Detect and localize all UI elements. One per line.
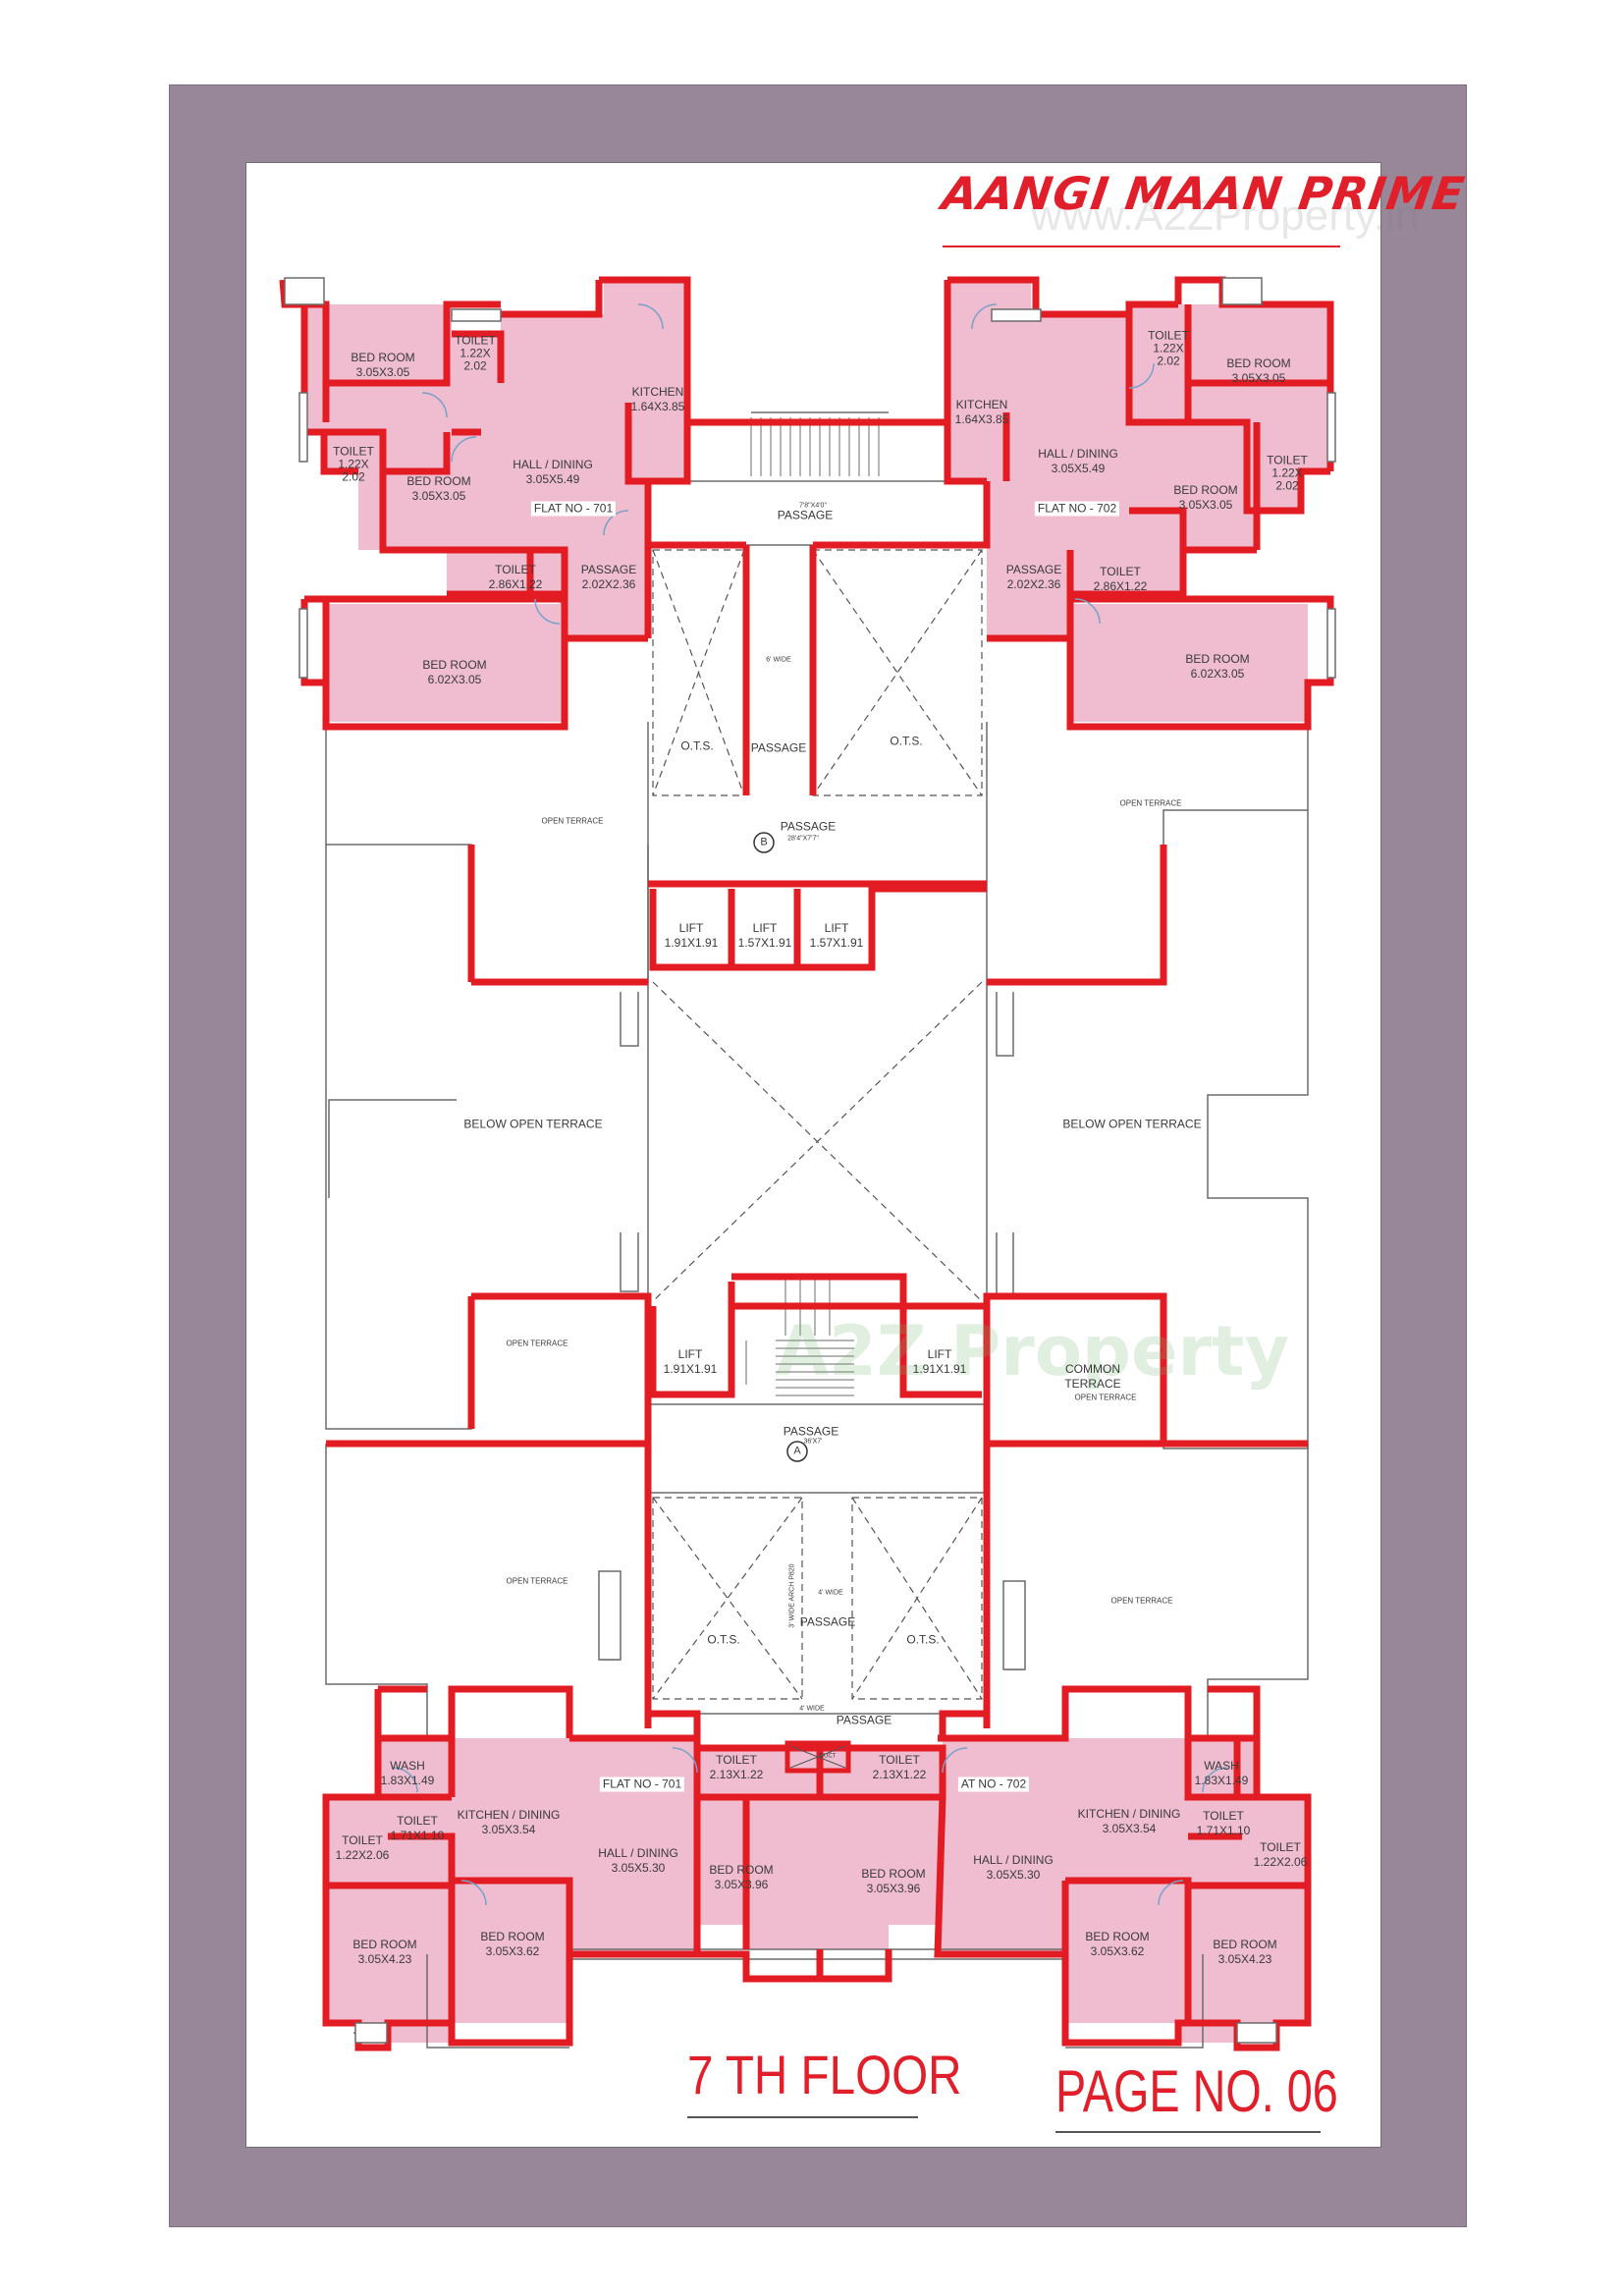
terrace-label: OPEN TERRACE xyxy=(506,1576,568,1586)
room-label: BED ROOM 3.05X3.62 xyxy=(1085,1930,1150,1958)
lift-label: LIFT 1.91X1.91 xyxy=(912,1347,967,1376)
flat-label: AT NO - 702 xyxy=(957,1777,1030,1792)
terrace-label: OPEN TERRACE xyxy=(1074,1393,1137,1402)
room-label: TOILET 1.22X 2.02 xyxy=(1148,328,1189,368)
stairs-top xyxy=(750,417,880,476)
terrace-label: OPEN TERRACE xyxy=(1119,798,1182,808)
room-label: KITCHEN 1.64X3.85 xyxy=(954,398,1009,426)
core-label: PASSAGE xyxy=(780,819,837,834)
lift-label: LIFT 1.91X1.91 xyxy=(663,1347,718,1376)
room-label: TOILET 2.86X1.22 xyxy=(1093,565,1148,593)
room-label: BED ROOM 3.05X3.62 xyxy=(480,1930,545,1958)
room-label: TOILET 1.22X2.06 xyxy=(1253,1840,1308,1869)
core-label: PASSAGE xyxy=(836,1713,892,1727)
marker-b-circle xyxy=(753,832,775,853)
core-dim: 7'8"X4'0" xyxy=(799,502,827,510)
door-swings xyxy=(392,303,1228,1906)
bed-room-tl-fill xyxy=(326,604,564,722)
core-note: 3' WIDE ARCH P820 xyxy=(788,1563,796,1628)
core-label: PASSAGE xyxy=(799,1614,856,1629)
ots-label: O.T.S. xyxy=(707,1632,740,1647)
void-crosses xyxy=(652,549,983,1700)
watermark-text: www.A2ZProperty.in xyxy=(1031,191,1420,240)
room-label: WASH 1.83X1.49 xyxy=(1194,1759,1249,1787)
lift-label: LIFT 1.91X1.91 xyxy=(664,921,719,950)
windows xyxy=(284,277,1336,2044)
duct-cross xyxy=(789,1745,846,1769)
room-label: BED ROOM 6.02X3.05 xyxy=(1185,652,1250,681)
page-number-underline xyxy=(1055,2131,1321,2133)
duct-label: DUCT xyxy=(819,1753,837,1760)
room-label: TOILET 1.71X1.10 xyxy=(1196,1809,1251,1837)
core-dim: 28'4"X7'7" xyxy=(787,835,819,843)
terrace-label: BELOW OPEN TERRACE xyxy=(1062,1117,1202,1131)
marker-a-circle xyxy=(786,1441,808,1462)
room-label: BED ROOM 3.05X3.96 xyxy=(709,1863,774,1891)
room-label: WASH 1.83X1.49 xyxy=(380,1759,435,1787)
lift-label: LIFT 1.57X1.91 xyxy=(809,921,864,950)
markers xyxy=(753,832,808,1462)
room-label: HALL / DINING 3.05X5.49 xyxy=(1038,447,1118,475)
room-label: BED ROOM 3.05X4.23 xyxy=(1213,1938,1277,1966)
flat-label: FLAT NO - 701 xyxy=(530,501,617,517)
terrace-label: BELOW OPEN TERRACE xyxy=(463,1117,603,1131)
core-label: PASSAGE xyxy=(783,1424,839,1439)
room-label: TOILET 1.22X 2.02 xyxy=(1267,453,1308,493)
core-label: PASSAGE xyxy=(777,508,834,522)
room-label: TOILET 1.22X2.06 xyxy=(335,1833,390,1862)
room-label: BED ROOM 3.05X4.23 xyxy=(352,1938,417,1966)
room-label: KITCHEN / DINING 3.05X3.54 xyxy=(457,1808,561,1836)
core-dim: 36'X7' xyxy=(803,1438,823,1446)
title-underline xyxy=(943,246,1340,247)
bed-room-tr-fill xyxy=(1070,604,1308,722)
room-label: TOILET 2.86X1.22 xyxy=(488,563,543,591)
room-label: HALL / DINING 3.05X5.49 xyxy=(513,458,593,486)
flat-label: FLAT NO - 701 xyxy=(599,1777,685,1792)
ots-label: O.T.S. xyxy=(890,734,923,748)
room-label: TOILET 2.13X1.22 xyxy=(709,1753,764,1781)
room-label: TOILET 2.13X1.22 xyxy=(872,1753,927,1781)
core-note: 6' WIDE xyxy=(766,656,791,664)
marker-a-label: A xyxy=(793,1445,801,1457)
terrace-label: OPEN TERRACE xyxy=(506,1339,568,1348)
floor-title-underline xyxy=(687,2116,918,2118)
floor-title: 7 TH FLOOR xyxy=(687,2044,962,2105)
terrace-label: OPEN TERRACE xyxy=(541,816,604,826)
room-label: TOILET 1.22X 2.02 xyxy=(455,333,496,373)
flat-label: FLAT NO - 702 xyxy=(1034,501,1120,517)
marker-b-label: B xyxy=(760,836,768,848)
project-title: AANGI MAAN PRIME xyxy=(939,167,1469,220)
core-note: 4' WIDE xyxy=(799,1705,825,1713)
ots-label: O.T.S. xyxy=(680,738,714,753)
core-label: PASSAGE xyxy=(750,740,807,755)
room-label: BED ROOM 3.05X3.05 xyxy=(1173,483,1238,512)
watermark-logo: A2Z Property xyxy=(776,1311,1290,1392)
terrace-label: COMMON TERRACE xyxy=(1064,1362,1121,1391)
room-label: BED ROOM 3.05X3.05 xyxy=(1226,356,1291,385)
room-label: TOILET 1.71X1.10 xyxy=(390,1814,445,1842)
room-label: HALL / DINING 3.05X5.30 xyxy=(973,1853,1054,1882)
ots-label: O.T.S. xyxy=(906,1632,940,1647)
room-label: BED ROOM 3.05X3.05 xyxy=(406,474,471,503)
lift-label: LIFT 1.57X1.91 xyxy=(737,921,792,950)
room-label: KITCHEN 1.64X3.85 xyxy=(630,385,685,413)
room-label: BED ROOM 3.05X3.05 xyxy=(351,351,415,379)
page-number: PAGE NO. 06 xyxy=(1055,2058,1338,2124)
room-label: TOILET 1.22X 2.02 xyxy=(333,444,374,484)
room-label: KITCHEN / DINING 3.05X3.54 xyxy=(1077,1807,1181,1835)
red-walls xyxy=(279,276,1334,2051)
core-note: 4' WIDE xyxy=(818,1589,843,1597)
room-label: PASSAGE 2.02X2.36 xyxy=(580,563,637,591)
room-label: BED ROOM 3.05X3.96 xyxy=(861,1867,926,1895)
room-label: HALL / DINING 3.05X5.30 xyxy=(598,1846,678,1875)
room-label: PASSAGE 2.02X2.36 xyxy=(1005,563,1062,591)
terrace-label: OPEN TERRACE xyxy=(1110,1596,1173,1606)
room-label: BED ROOM 6.02X3.05 xyxy=(422,658,487,686)
